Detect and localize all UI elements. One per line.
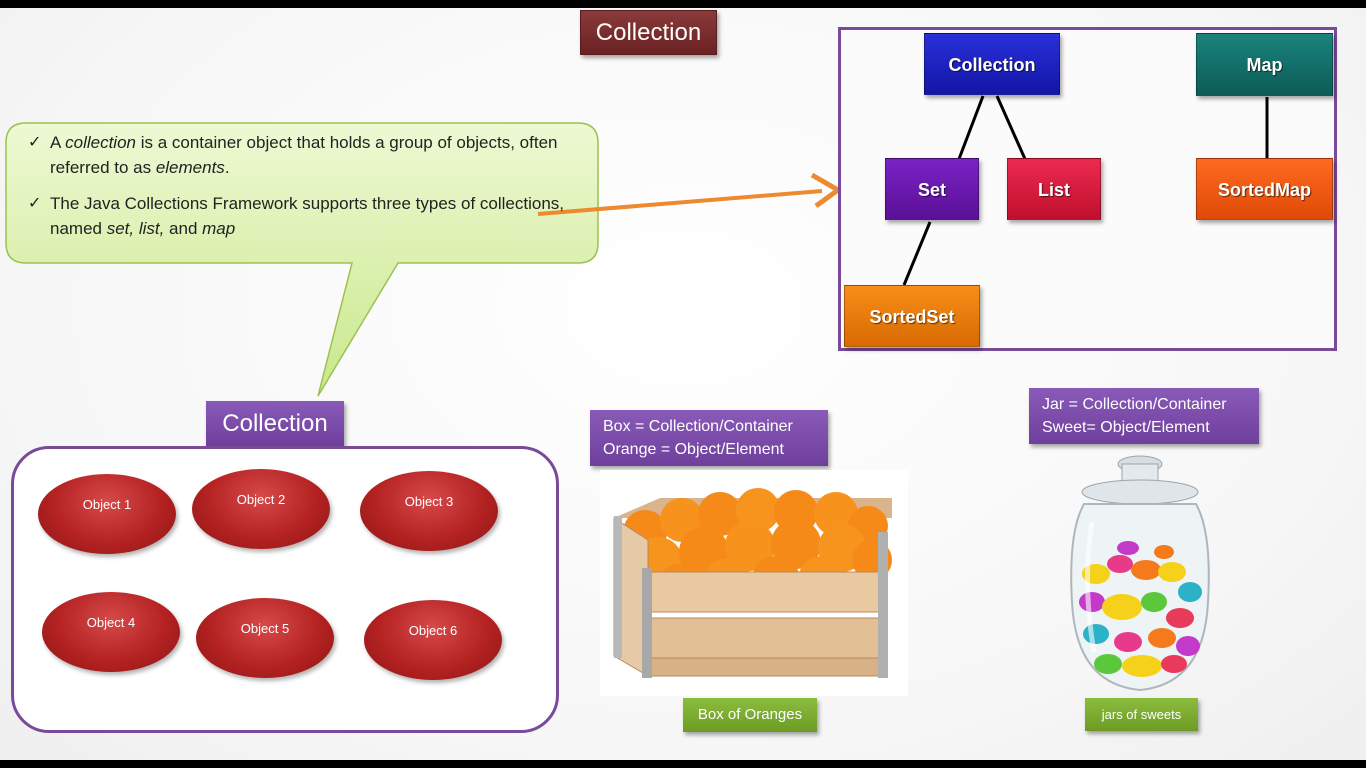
- callout-bullet-2: ✓ The Java Collections Framework support…: [28, 191, 588, 241]
- text: .: [224, 158, 230, 177]
- object-ellipse: Object 6: [364, 600, 502, 680]
- node-sortedmap: SortedMap: [1196, 158, 1333, 220]
- jar-caption: jars of sweets: [1085, 698, 1198, 731]
- text: The Java Collections Framework supports …: [50, 194, 565, 238]
- object-ellipse: Object 2: [192, 469, 330, 549]
- object-ellipse: Object 1: [38, 474, 176, 554]
- callout-text: ✓ A collection is a container object tha…: [28, 130, 588, 252]
- slide: Collection ✓ A collection is a container…: [0, 8, 1366, 760]
- callout-bullet-1: ✓ A collection is a container object tha…: [28, 130, 588, 180]
- text: and: [164, 219, 203, 238]
- text: A: [50, 133, 66, 152]
- node-map: Map: [1196, 33, 1333, 96]
- callout-balloon: [5, 122, 599, 397]
- check-icon: ✓: [28, 134, 42, 151]
- box-analogy-line-1: Box = Collection/Container: [603, 418, 793, 435]
- box-caption: Box of Oranges: [683, 698, 817, 732]
- node-sortedset: SortedSet: [844, 285, 980, 347]
- node-list: List: [1007, 158, 1101, 220]
- collection-group-label: Collection: [206, 401, 344, 446]
- hierarchy-connectors: [902, 95, 1269, 286]
- orange-crate-image: [600, 470, 908, 696]
- node-collection: Collection: [924, 33, 1060, 95]
- connector-set-sortedset: [902, 221, 932, 286]
- object-ellipse: Object 3: [360, 471, 498, 551]
- italic-text: elements: [155, 158, 225, 177]
- slide-title: Collection: [580, 10, 717, 55]
- object-ellipse: Object 4: [42, 592, 180, 672]
- jar-analogy-line-2: Sweet= Object/Element: [1042, 419, 1210, 436]
- collection-hierarchy-diagram: Collection Map Set List SortedMap Sorted…: [838, 27, 1337, 351]
- arrow-line: [537, 189, 823, 216]
- jar-of-sweets-image: [1070, 455, 1210, 692]
- connector-collection-list: [995, 95, 1027, 160]
- italic-text: collection: [65, 133, 136, 152]
- italic-text: map: [202, 219, 236, 238]
- connector-collection-set: [957, 95, 985, 160]
- jar-analogy-line-1: Jar = Collection/Container: [1042, 396, 1227, 413]
- object-ellipse: Object 5: [196, 598, 334, 678]
- box-analogy-line-2: Orange = Object/Element: [603, 441, 784, 458]
- box-analogy-note: Box = Collection/Container Orange = Obje…: [590, 410, 828, 466]
- jar-analogy-note: Jar = Collection/Container Sweet= Object…: [1029, 388, 1259, 444]
- node-set: Set: [885, 158, 979, 220]
- callout-shapes: [5, 122, 843, 397]
- check-icon: ✓: [28, 195, 42, 212]
- text: is a container object that holds a group…: [50, 133, 558, 177]
- italic-text: set, list,: [106, 219, 165, 238]
